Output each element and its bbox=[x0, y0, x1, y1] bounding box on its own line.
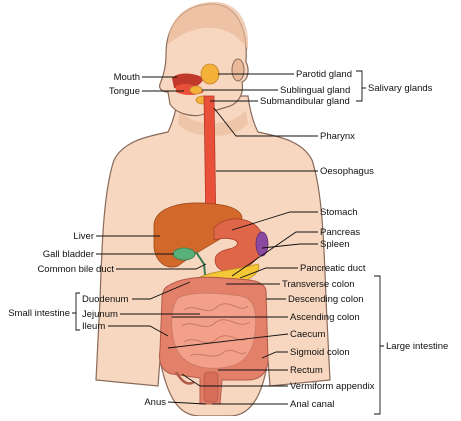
organs bbox=[153, 63, 269, 405]
small-intestine-bracket bbox=[72, 292, 80, 331]
spleen-shape bbox=[255, 231, 269, 257]
appendix-shape bbox=[174, 371, 195, 385]
label-salivary: Salivary glands bbox=[368, 83, 433, 94]
label-duodenum: Duodenum bbox=[82, 294, 129, 305]
label-common-bile-duct: Common bile duct bbox=[37, 264, 114, 275]
label-descending-colon: Descending colon bbox=[288, 294, 364, 305]
label-ascending-colon: Ascending colon bbox=[290, 312, 360, 323]
label-mouth: Mouth bbox=[114, 72, 140, 83]
label-gall-bladder: Gall bladder bbox=[43, 249, 94, 260]
label-tongue: Tongue bbox=[109, 86, 140, 97]
label-ileum: Ileum bbox=[82, 321, 105, 332]
label-anal-canal: Anal canal bbox=[290, 399, 334, 410]
label-small-intestine: Small intestine bbox=[8, 308, 70, 319]
label-jejunum: Jejunum bbox=[82, 309, 118, 320]
label-vermiform-appendix: Vermiform appendix bbox=[290, 381, 375, 392]
small-intestine-folds bbox=[181, 303, 251, 357]
label-oesophagus: Oesophagus bbox=[320, 166, 374, 177]
label-liver: Liver bbox=[73, 231, 94, 242]
large-intestine-bracket bbox=[374, 275, 384, 415]
leader-lines bbox=[96, 73, 318, 405]
label-large-intestine: Large intestine bbox=[386, 341, 448, 352]
labels: Mouth Tongue Parotid gland Sublingual gl… bbox=[8, 69, 448, 410]
label-sublingual: Sublingual gland bbox=[280, 85, 350, 96]
label-anus: Anus bbox=[144, 397, 166, 408]
label-sigmoid-colon: Sigmoid colon bbox=[290, 347, 350, 358]
label-pancreatic-duct: Pancreatic duct bbox=[300, 263, 366, 274]
label-pharynx: Pharynx bbox=[320, 131, 355, 142]
rectum-shape bbox=[203, 371, 219, 403]
sublingual-gland-shape bbox=[189, 85, 203, 95]
label-stomach: Stomach bbox=[320, 207, 358, 218]
label-transverse-colon: Transverse colon bbox=[282, 279, 355, 290]
ear bbox=[231, 58, 245, 82]
label-rectum: Rectum bbox=[290, 365, 323, 376]
label-caecum: Caecum bbox=[290, 329, 325, 340]
label-pancreas: Pancreas bbox=[320, 227, 360, 238]
hair bbox=[168, 2, 249, 50]
salivary-bracket bbox=[356, 70, 366, 102]
small-intestine-shape bbox=[171, 292, 257, 369]
label-parotid: Parotid gland bbox=[296, 69, 352, 80]
parotid-gland-shape bbox=[200, 63, 220, 85]
gall-bladder-shape bbox=[172, 247, 196, 261]
stomach-shape bbox=[213, 218, 264, 273]
label-submandibular: Submandibular gland bbox=[260, 96, 350, 107]
label-spleen: Spleen bbox=[320, 239, 350, 250]
